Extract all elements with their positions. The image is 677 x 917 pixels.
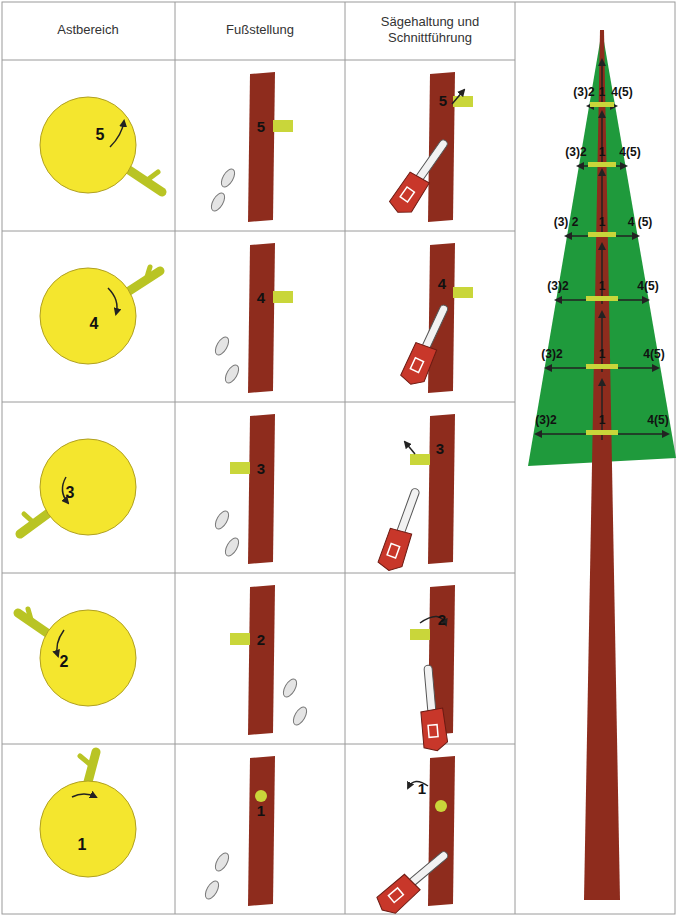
branch-circle: 1 (38, 779, 138, 879)
position-number: 4(5) (637, 279, 658, 293)
trunk-section (38, 95, 138, 195)
column-header: Astbereich (13, 22, 163, 38)
trunk-section (38, 266, 138, 366)
position-number: 4 (5) (628, 215, 653, 229)
position-number: 4(5) (611, 85, 632, 99)
trunk-section (38, 608, 138, 708)
branch-circle: 3 (38, 437, 138, 537)
position-number: 1 (599, 413, 606, 427)
callout-number: 4 (257, 289, 265, 306)
callout-number: 1 (257, 802, 265, 819)
callout-number: 5 (257, 118, 265, 135)
callout-number: 1 (78, 836, 87, 854)
column-header: Fußstellung (185, 22, 335, 38)
callout-number: 4 (438, 275, 446, 292)
position-number: 4(5) (647, 413, 668, 427)
callout-number: 5 (439, 92, 447, 109)
trunk-section (38, 437, 138, 537)
callout-number: 2 (438, 611, 446, 628)
position-number: (3)2 (541, 347, 562, 361)
trunk-section (38, 779, 138, 879)
callout-number: 4 (90, 315, 99, 333)
callout-number: 2 (60, 653, 69, 671)
column-header: Sägehaltung und Schnittführung (355, 14, 505, 47)
position-number: (3)2 (535, 413, 556, 427)
position-number: 4(5) (619, 145, 640, 159)
position-number: 1 (599, 347, 606, 361)
position-number: 1 (599, 85, 606, 99)
position-number: (3)2 (547, 279, 568, 293)
position-number: 4(5) (643, 347, 664, 361)
branch-circle: 2 (38, 608, 138, 708)
position-number: 1 (599, 145, 606, 159)
callout-number: 3 (436, 440, 444, 457)
callout-number: 5 (96, 126, 105, 144)
callout-number: 3 (257, 460, 265, 477)
callout-number: 3 (66, 484, 75, 502)
position-number: 1 (599, 279, 606, 293)
branch-circle: 5 (38, 95, 138, 195)
position-number: (3) 2 (554, 215, 579, 229)
callout-number: 1 (418, 780, 426, 797)
position-number: (3)2 (573, 85, 594, 99)
callout-number: 2 (257, 631, 265, 648)
position-number: 1 (599, 215, 606, 229)
position-number: (3)2 (565, 145, 586, 159)
branch-circle: 4 (38, 266, 138, 366)
